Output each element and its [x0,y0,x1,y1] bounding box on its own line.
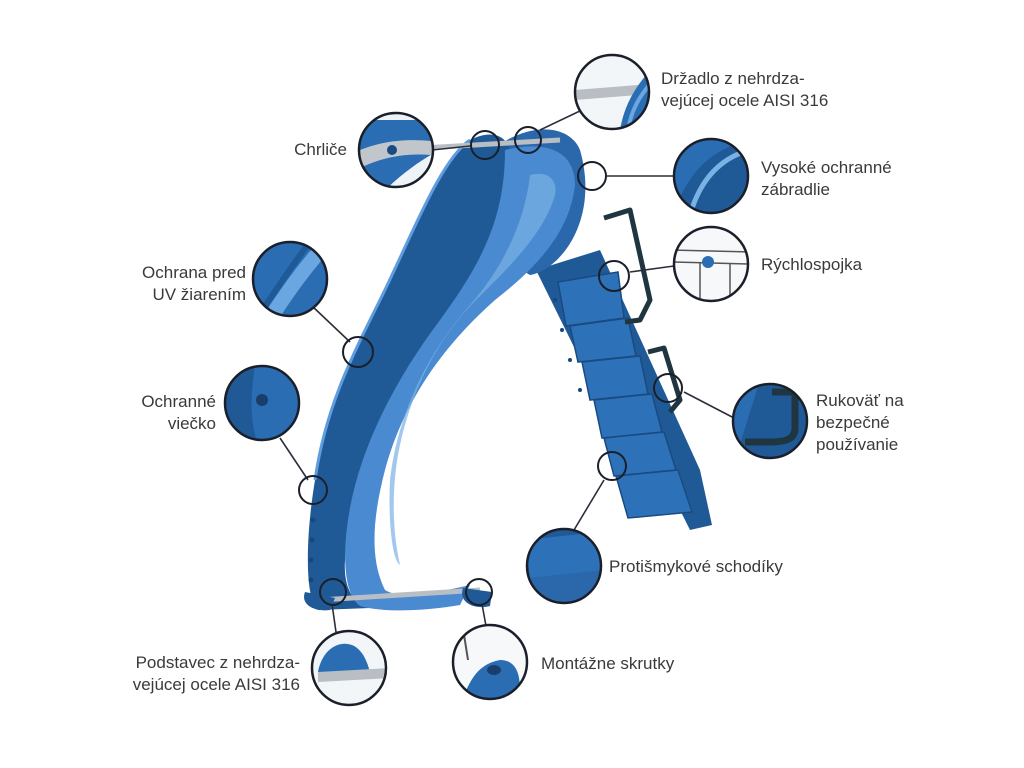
callout-label-podstavec: Podstavec z nehrdza- vejúcej ocele AISI … [96,652,300,696]
quick-coupler-icon [674,227,748,301]
callout-text: Chrliče [294,140,347,159]
uv-protection-icon [253,242,327,316]
callout-text: vejúcej ocele AISI 316 [132,675,300,694]
callout-text: UV žiarením [152,285,246,304]
callout-label-rukovat: Rukoväť na bezpečné používanie [816,390,904,456]
callout-text: Vysoké ochranné [761,158,892,177]
callout-label-vieko: Ochranné viečko [110,391,216,435]
guard-rail-icon [674,139,748,213]
callout-text: vejúcej ocele AISI 316 [661,91,829,110]
callout-text: bezpečné [816,413,890,432]
callout-text: Držadlo z nehrdza- [661,69,805,88]
pointer-rings [298,126,683,606]
step-icon [527,529,601,603]
callout-text: Ochranné [141,392,216,411]
callout-label-schodiky: Protišmykové schodíky [609,556,783,578]
cap-icon [225,366,299,440]
leader-lines [279,109,735,633]
callout-label-rychlospojka: Rýchlospojka [761,254,862,276]
screw-icon [453,625,527,699]
callout-text: Ochrana pred [142,263,246,282]
callout-label-zabradlie: Vysoké ochranné zábradlie [761,157,892,201]
slide-body [304,129,712,611]
base-icon [312,631,386,705]
callout-text: Rukoväť na [816,391,904,410]
callout-text: používanie [816,435,899,454]
callout-label-uv: Ochrana pred UV žiarením [100,262,246,306]
nozzle-icon [359,113,433,187]
callout-label-drzadlo: Držadlo z nehrdza- vejúcej ocele AISI 31… [661,68,828,112]
callout-text: Montážne skrutky [541,654,675,673]
callout-label-skrutky: Montážne skrutky [541,653,674,675]
callout-text: viečko [167,414,216,433]
callout-label-chrlice: Chrliče [272,139,347,161]
callout-text: Rýchlospojka [761,255,863,274]
callout-text: Protišmykové schodíky [609,557,783,576]
handle-icon [733,384,807,458]
grab-bar-icon [575,55,649,129]
callout-text: zábradlie [761,180,830,199]
callout-text: Podstavec z nehrdza- [135,653,300,672]
